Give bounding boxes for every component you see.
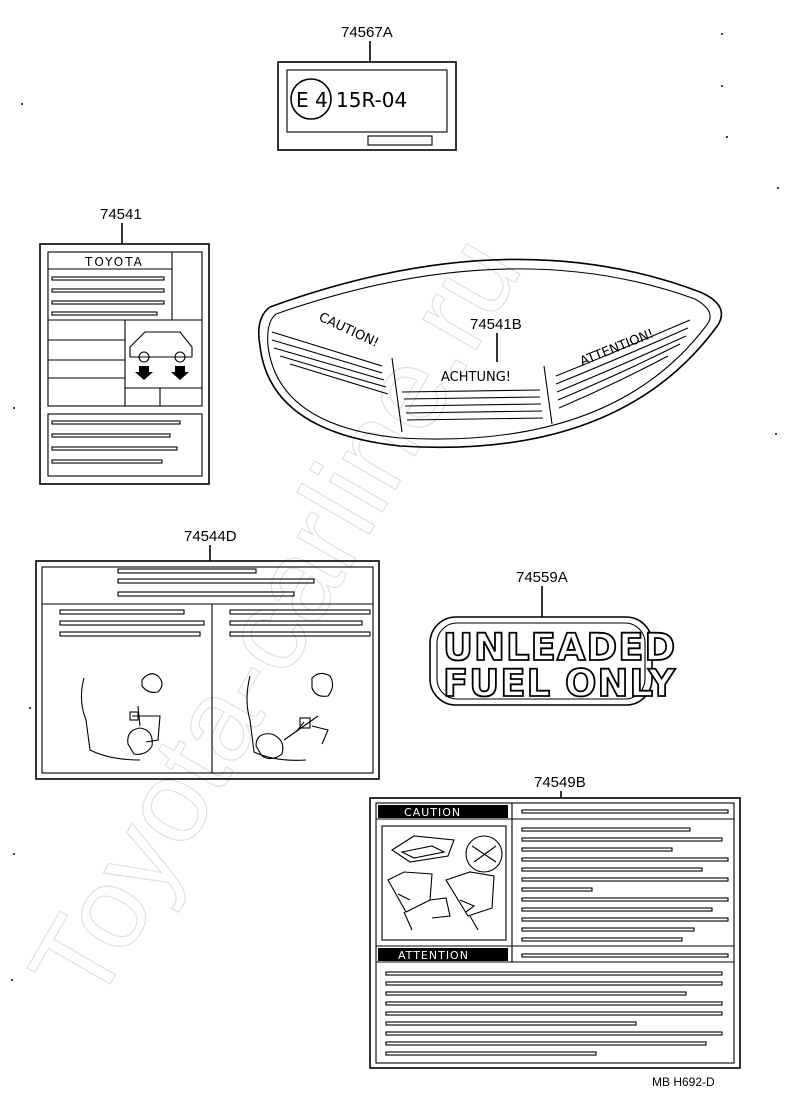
diagram-code: MB H692-D [652, 1075, 715, 1089]
approval-code: 15R-04 [336, 88, 407, 112]
part-number-74559A: 74559A [516, 569, 568, 586]
part-74544D: 74544D [35, 528, 380, 780]
e-mark-circle [290, 78, 332, 120]
part-number-74544D: 74544D [184, 528, 237, 545]
part-number-74541B: 74541B [470, 316, 522, 333]
part-74567A: 74567A E 4 15R-04 [277, 24, 457, 151]
seat-illustration-frame [381, 825, 507, 941]
part-number-74567A: 74567A [341, 24, 393, 41]
caution-heading: CAUTION [404, 806, 461, 819]
unleaded-text: UNLEADED [443, 626, 676, 669]
part-74559A: 74559A UNLEADED FUEL ONLY [429, 569, 676, 706]
achtung-text: ACHTUNG! [441, 370, 511, 385]
e-mark-text: E 4 [296, 88, 328, 112]
brand-text: TOYOTA [84, 255, 144, 269]
part-number-74541: 74541 [100, 206, 142, 223]
part-74541: 74541 TOYOTA [39, 206, 210, 485]
installation-sketch-left [80, 673, 163, 761]
installation-sketch-right [246, 672, 334, 761]
fuel-only-text: FUEL ONLY [443, 662, 676, 705]
attention-text: ATTENTION! [578, 326, 656, 369]
attention-heading: ATTENTION [398, 949, 469, 962]
part-74549B: 74549B CAUTION ATTENTION [369, 774, 741, 1069]
jack-point-icon [129, 331, 193, 380]
seat-illustration [387, 835, 503, 931]
part-number-74549B: 74549B [534, 774, 586, 791]
